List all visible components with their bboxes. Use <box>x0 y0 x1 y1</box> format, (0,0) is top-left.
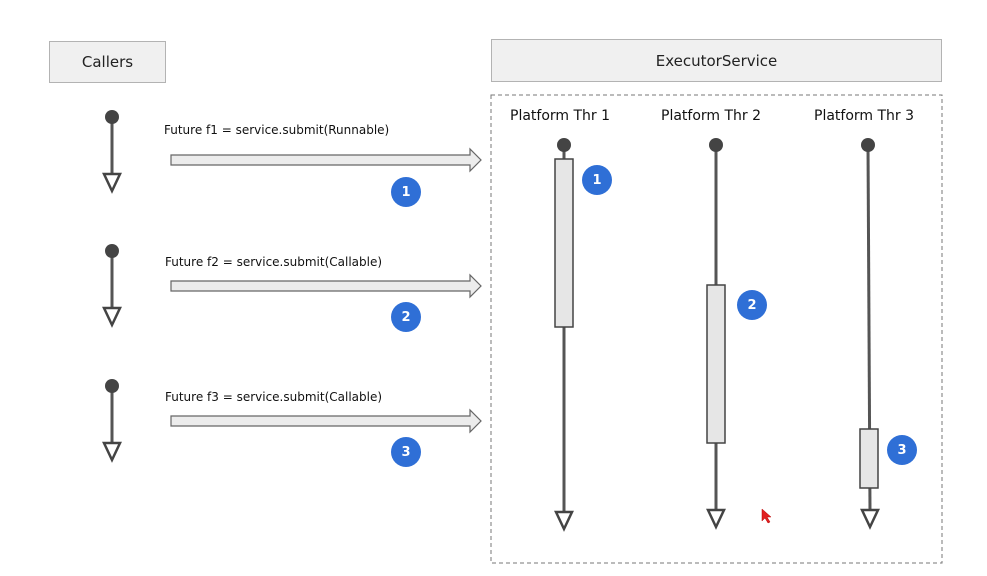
thread-lifeline-3 <box>859 138 880 530</box>
caller-lifeline-3 <box>102 379 122 463</box>
thread-lifeline-1 <box>554 138 574 532</box>
thread-badge-1: 1 <box>582 165 612 195</box>
callers-header: Callers <box>49 41 166 83</box>
submit-arrow-3 <box>170 408 482 434</box>
caller-badge-3: 3 <box>391 437 421 467</box>
thread-label-1: Platform Thr 1 <box>510 108 611 124</box>
thread-label-2: Platform Thr 2 <box>661 108 762 124</box>
caller-badge-2: 2 <box>391 302 421 332</box>
submit-arrow-2 <box>170 273 482 299</box>
caller-lifeline-2 <box>102 244 122 328</box>
executor-service-header: ExecutorService <box>491 39 942 82</box>
thread-2-task-box <box>706 284 726 444</box>
thread-badge-2: 2 <box>737 290 767 320</box>
call-label-3: Future f3 = service.submit(Callable) <box>165 390 383 404</box>
thread-label-3: Platform Thr 3 <box>814 108 915 124</box>
submit-arrow-1 <box>170 147 482 173</box>
caller-badge-1: 1 <box>391 177 421 207</box>
mouse-cursor-icon <box>761 508 772 524</box>
thread-3-task-box <box>859 428 879 489</box>
caller-lifeline-1 <box>102 110 122 194</box>
call-label-2: Future f2 = service.submit(Callable) <box>165 255 383 269</box>
thread-lifeline-2 <box>706 138 726 530</box>
thread-1-task-box <box>554 158 574 328</box>
thread-badge-3: 3 <box>887 435 917 465</box>
call-label-1: Future f1 = service.submit(Runnable) <box>164 123 390 137</box>
executor-container <box>490 94 943 564</box>
